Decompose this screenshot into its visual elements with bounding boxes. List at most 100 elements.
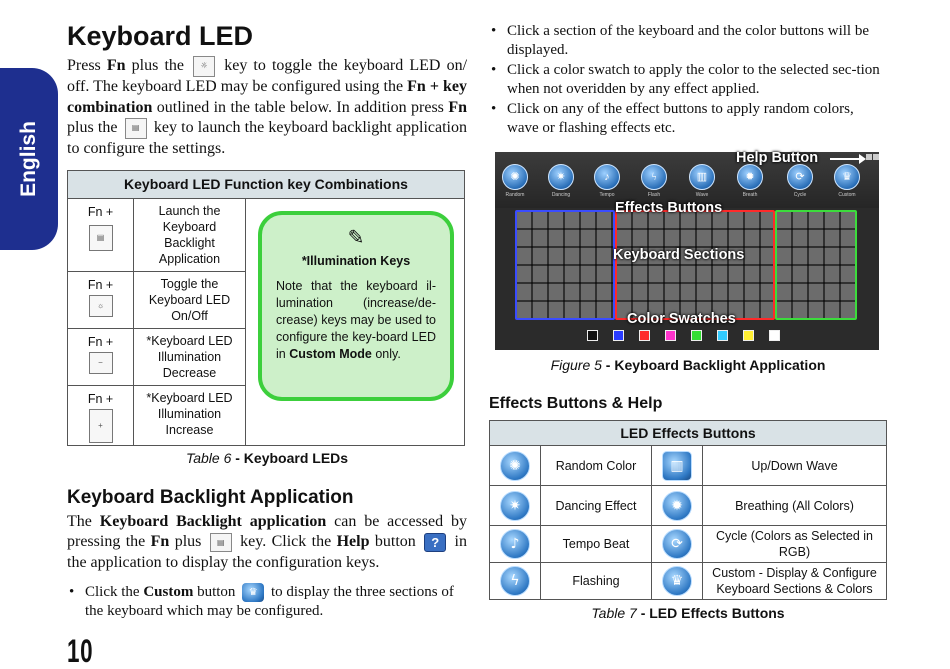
breathing-icon: ✹ [662, 490, 692, 521]
effect-button-label: Random [505, 192, 525, 198]
color-swatch [743, 330, 754, 341]
note-title: *Illumination Keys [301, 253, 411, 268]
language-tab-label: English [17, 121, 40, 197]
figure-5-caption: Figure 5 - Keyboard Backlight Applicatio… [489, 356, 887, 374]
illumination-note: ✎ *Illumination Keys Note that the keybo… [258, 210, 454, 401]
led-table-header: LED Effects Buttons [489, 420, 887, 446]
backlight-app-key-icon: ▤ [209, 532, 232, 552]
text: Click the [85, 584, 144, 600]
dancing-icon: ✷ [548, 164, 574, 190]
pen-icon: ✎ [347, 226, 365, 249]
text: key to launch the keyboard backlight app… [67, 119, 467, 157]
help-arrow [830, 154, 866, 164]
caption-title: - Keyboard LEDs [231, 449, 349, 466]
color-swatch [717, 330, 728, 341]
backlight-app-figure: ✺ Random ✷ Dancing ♪ Tempo ϟ Flash ▥ Wav… [495, 150, 879, 350]
custom-button-icon: ♛ [242, 583, 265, 603]
keyboard-section-left [515, 210, 615, 320]
custom-text: Custom [143, 584, 194, 600]
random-icon: ✺ [502, 164, 528, 190]
breath-icon: ✹ [737, 164, 763, 190]
table-7-caption: Table 7 - LED Effects Buttons [489, 604, 887, 622]
text: only. [371, 346, 401, 361]
fn-cell: Fn +☼ [67, 270, 134, 329]
cycle-icon: ⟳ [662, 529, 692, 559]
keyboard-section-middle [615, 210, 775, 320]
text: can be accessed by pressing the [67, 512, 468, 551]
custom-bullet-list: Click the Custom button ♛ to display the… [67, 583, 467, 621]
effect-name: Random Color [540, 445, 652, 486]
fn-label: Fn + [87, 204, 114, 219]
icon-cell: ▥ [651, 445, 703, 486]
led-toggle-key-icon: ☼ [88, 294, 113, 317]
text: The [67, 512, 100, 530]
effect-name: Up/Down Wave [702, 445, 887, 486]
random-icon: ✺ [500, 450, 530, 481]
fn-label: Fn + [87, 334, 114, 349]
illumination-decrease-key-icon: − [88, 351, 113, 374]
illumination-increase-key-icon: + [88, 408, 113, 443]
left-column: Keyboard LED Press Fn plus the ☼ key to … [67, 20, 467, 622]
intro-paragraph: Press Fn plus the ☼ key to toggle the ke… [67, 56, 467, 160]
custom-icon: ♛ [662, 566, 692, 596]
effect-button-label: Dancing [551, 192, 571, 198]
instruction-bullets: Click a section of the keyboard and the … [489, 22, 887, 138]
color-swatch [639, 330, 650, 341]
fn-key-table: Keyboard LED Function key Combinations F… [67, 169, 465, 446]
fn-desc: Launch the Keyboard Backlight Applicatio… [133, 197, 246, 272]
text: Press [67, 57, 107, 75]
icon-cell: ✷ [489, 485, 541, 526]
text: plus [169, 533, 207, 550]
led-effects-table: LED Effects Buttons ✺ Random Color ▥ Up/… [489, 420, 887, 600]
effect-name: Flashing [540, 562, 652, 600]
wave-icon: ▥ [689, 164, 715, 190]
help-text: Help [336, 533, 370, 550]
tempo-icon: ♪ [594, 164, 620, 190]
text: button [369, 533, 422, 550]
text: outlined in the table below. In addition… [152, 98, 449, 116]
fn-table-header: Keyboard LED Function key Combinations [67, 170, 465, 199]
fn-cell: Fn + − [67, 327, 134, 386]
list-item: Click on any of the effect buttons to ap… [489, 100, 887, 138]
fn-cell: Fn + + [67, 384, 134, 446]
effects-buttons-label: Effects Buttons [615, 200, 723, 216]
color-swatch [769, 330, 780, 341]
app-name-text: Keyboard Backlight application [99, 512, 327, 530]
icon-cell: ⟳ [651, 525, 703, 563]
fn-combination-text: Fn + key combination [67, 78, 467, 116]
icon-cell: ✺ [489, 445, 541, 486]
icon-cell: ♪ [489, 525, 541, 563]
caption-prefix: Table 6 [185, 449, 232, 466]
effect-button-label: Cycle [793, 192, 807, 198]
effect-button-label: Wave [695, 192, 709, 198]
custom-icon: ♛ [834, 164, 860, 190]
text: Note that the keyboard il-lumination (in… [276, 278, 436, 361]
close-mini-icon [873, 154, 879, 160]
text: plus the [67, 119, 122, 137]
fn-desc: *Keyboard LED Illumination Increase [133, 384, 246, 446]
color-swatch [613, 330, 624, 341]
effect-button-label: Tempo [599, 192, 615, 198]
table-6-caption: Table 6 - Keyboard LEDs [67, 449, 467, 467]
dancing-icon: ✷ [500, 490, 530, 521]
effect-name: Breathing (All Colors) [702, 485, 887, 526]
keyboard-sections-label: Keyboard Sections [613, 247, 745, 263]
page-title: Keyboard LED [67, 21, 254, 51]
language-tab: English [0, 68, 58, 250]
effect-name: Custom - Display & Configure Keyboard Se… [702, 562, 887, 600]
custom-mode-text: Custom Mode [289, 346, 372, 361]
app-key-icon: ▤ [88, 224, 113, 251]
text: key. Click the [234, 533, 337, 550]
flash-icon: ϟ [641, 164, 667, 190]
help-button-icon: ? [424, 532, 447, 552]
fn-key-text: Fn [448, 98, 467, 116]
color-swatches-label: Color Swatches [627, 311, 736, 327]
icon-cell: ✹ [651, 485, 703, 526]
color-swatch [691, 330, 702, 341]
fn-label: Fn + [87, 391, 114, 406]
note-cell: ✎ *Illumination Keys Note that the keybo… [245, 197, 465, 446]
caption-title: - LED Effects Buttons [636, 605, 785, 621]
text: key to toggle the keyboard LED on/ off. … [67, 57, 468, 95]
fn-key-text: Fn [106, 57, 126, 75]
icon-cell: ♛ [651, 562, 703, 600]
